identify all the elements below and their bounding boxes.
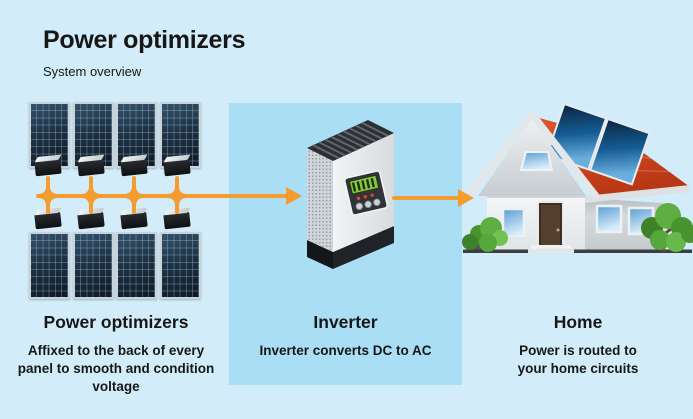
power-flow-arrow-icon xyxy=(458,189,474,207)
inverter-display xyxy=(344,170,388,216)
section-home-label: Home Power is routed to your home circui… xyxy=(464,312,692,378)
page-subtitle: System overview xyxy=(43,64,142,79)
bush-icon xyxy=(641,203,693,253)
optimizers-caption: Affixed to the back of every panel to sm… xyxy=(17,343,215,394)
inverter-heading: Inverter xyxy=(313,312,378,332)
wire-fillets xyxy=(36,184,189,208)
power-flow-arrow-icon xyxy=(286,187,302,205)
inverter-caption: Inverter converts DC to AC xyxy=(259,343,432,358)
section-optimizers-label: Power optimizers Affixed to the back of … xyxy=(10,312,222,395)
home-heading: Home xyxy=(553,312,603,332)
home-caption: Power is routed to your home circuits xyxy=(517,343,639,376)
solar-panel xyxy=(29,102,70,168)
page-title: Power optimizers xyxy=(43,26,246,54)
house-with-rooftop-solar-icon xyxy=(462,102,693,253)
solar-panel xyxy=(116,232,157,299)
solar-panel xyxy=(29,232,70,299)
header: Power optimizers System overview xyxy=(43,26,246,79)
solar-panel xyxy=(159,232,201,299)
inverter-icon xyxy=(307,120,394,269)
optimizers-heading: Power optimizers xyxy=(43,312,189,332)
solar-panel xyxy=(72,232,114,299)
section-inverter-label: Inverter Inverter converts DC to AC xyxy=(229,312,462,360)
bush-icon xyxy=(462,217,508,253)
